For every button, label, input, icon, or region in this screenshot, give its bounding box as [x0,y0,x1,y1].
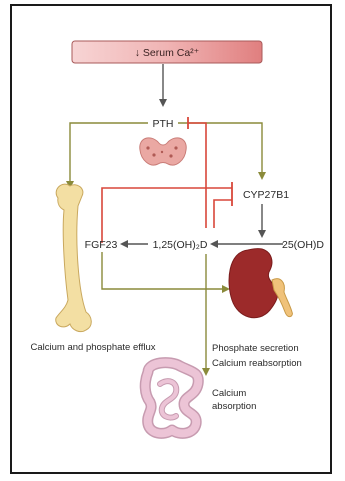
bone-caption: Calcium and phosphate efflux [31,342,156,353]
serum-calcium-box: ↓ Serum Ca²⁺ [72,41,262,63]
vitd25-label: 25(OH)D [282,239,324,251]
inhibit-calcitriol-to-pth [188,123,206,228]
pth-label: PTH [153,118,174,130]
figure-frame: ↓ Serum Ca²⁺ PTH CYP27B1 FGF23 1,25(OH)₂… [10,4,332,474]
gut-caption-line2: absorption [212,401,256,412]
inhibit-calcitriol-to-cyp27b1 [214,200,232,228]
bone-icon [56,184,92,331]
inhibit-fgf23-to-cyp27b1 [102,188,232,243]
kidney-caption-line2: Calcium reabsorption [212,358,302,369]
fgf23-label: FGF23 [85,239,118,251]
calcitriol-label: 1,25(OH)₂D [153,239,208,251]
gut-caption-line1: Calcium [212,388,246,399]
serum-calcium-label: ↓ Serum Ca²⁺ [135,47,200,59]
intestine-icon [145,363,198,434]
kidney-icon [229,249,292,318]
kidney-caption-line1: Phosphate secretion [212,343,299,354]
parathyroid-gland-icon [140,138,186,165]
arrow-pth-to-bone [70,123,148,185]
arrow-pth-to-cyp27b1 [178,123,262,176]
cyp27b1-label: CYP27B1 [243,189,289,201]
arrow-fgf23-to-kidney [102,252,226,289]
